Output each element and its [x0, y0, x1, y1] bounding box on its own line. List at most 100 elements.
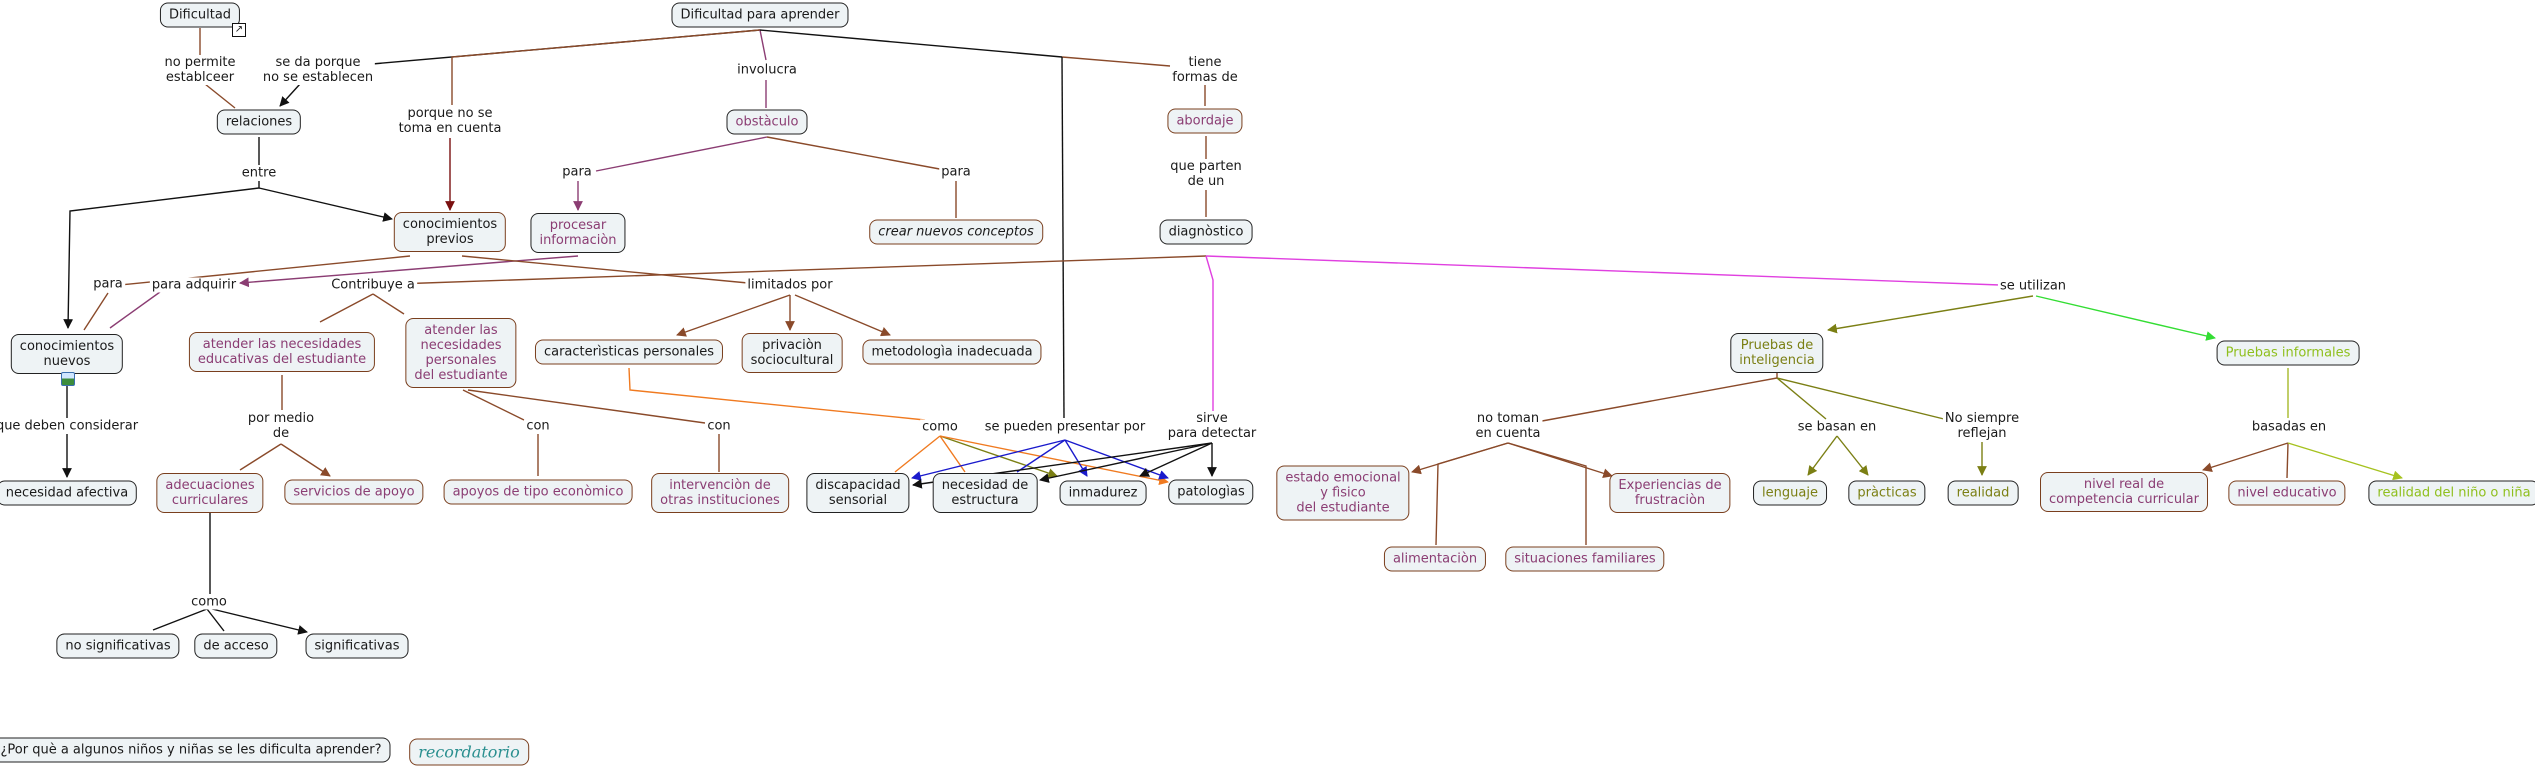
link-line	[109, 291, 161, 329]
link-label-con-instituciones: con	[705, 418, 733, 434]
concept-inmadurez[interactable]: inmadurez	[1059, 480, 1147, 506]
concept-caracteristicas-personales[interactable]: caracterìsticas personales	[534, 339, 724, 365]
link-line	[239, 255, 579, 288]
concept-privacion-sociocultural[interactable]: privaciòn sociocultural	[741, 333, 843, 373]
concept-relaciones[interactable]: relaciones	[216, 109, 302, 135]
link-label-porque-no-se-toma: porque no se toma en cuenta	[396, 106, 504, 136]
link-line	[280, 443, 331, 477]
link-label-para-crear: para	[939, 164, 973, 180]
link-line	[1061, 56, 1065, 419]
link-label-basadas-en: basadas en	[2249, 419, 2329, 435]
concept-lenguaje[interactable]: lenguaje	[1753, 480, 1827, 506]
link-label-involucra: involucra	[735, 62, 799, 78]
link-line	[1016, 439, 1066, 473]
concept-discapacidad-sensorial[interactable]: discapacidad sensorial	[806, 473, 910, 513]
link-line	[461, 255, 749, 284]
link-line	[372, 293, 405, 315]
link-label-no-permite-establecer: no permite establceer	[162, 55, 238, 85]
link-label-para-procesar: para	[560, 164, 594, 180]
concept-metodologia-inadecuada[interactable]: metodologìa inadecuada	[862, 339, 1042, 365]
link-line	[279, 83, 301, 107]
concept-alimentacion[interactable]: alimentaciòn	[1383, 546, 1487, 572]
concept-situaciones-familiares[interactable]: situaciones familiares	[1505, 546, 1665, 572]
concept-pruebas-inteligencia[interactable]: Pruebas de inteligencia	[1730, 333, 1824, 373]
concept-crear-nuevos-conceptos[interactable]: crear nuevos conceptos	[869, 219, 1043, 245]
concept-no-significativas[interactable]: no significativas	[56, 633, 180, 659]
concept-pruebas-informales[interactable]: Pruebas informales	[2216, 340, 2360, 366]
link-line	[2035, 295, 2216, 341]
concept-servicios-apoyo[interactable]: servicios de apoyo	[284, 479, 424, 505]
link-line	[152, 608, 208, 631]
link-line	[939, 435, 1169, 486]
link-label-no-toman-en-cuenta: no toman en cuenta	[1473, 411, 1543, 441]
link-label-para-adquirir: para adquirir	[149, 277, 239, 293]
image-icon[interactable]	[61, 372, 75, 386]
concept-estado-emocional[interactable]: estado emocional y fìsico del estudiante	[1276, 465, 1410, 521]
shortcut-arrow-icon[interactable]: ↗	[232, 23, 246, 37]
concept-abordaje[interactable]: abordaje	[1167, 108, 1243, 134]
link-label-que-deben-considerar: que deben considerar	[0, 418, 141, 434]
link-label-se-basan-en: se basan en	[1795, 419, 1879, 435]
link-label-para: para	[91, 276, 125, 292]
link-line	[63, 181, 260, 329]
concept-atender-necesidades-personales[interactable]: atender las necesidades personales del e…	[405, 318, 517, 388]
concept-patologias[interactable]: patologìas	[1168, 479, 1254, 505]
link-label-se-da-porque: se da porque no se establecen	[260, 55, 376, 85]
link-line	[211, 608, 308, 635]
concept-nivel-real-competencia[interactable]: nivel real de competencia curricular	[2040, 472, 2208, 512]
link-label-no-siempre-reflejan: No siempre reflejan	[1942, 411, 2022, 441]
concept-realidad-nino-nina[interactable]: realidad del niño o niña	[2368, 480, 2535, 506]
concept-nivel-educativo[interactable]: nivel educativo	[2228, 480, 2346, 506]
link-line	[759, 29, 1063, 58]
concept-adecuaciones-curriculares[interactable]: adecuaciones curriculares	[156, 473, 264, 513]
link-line	[1061, 56, 1171, 67]
link-line	[794, 294, 891, 337]
link-line	[239, 443, 282, 471]
link-line	[1541, 370, 1778, 422]
concept-procesar-informacion[interactable]: procesar informaciòn	[530, 213, 626, 253]
concept-dificultad[interactable]: Dificultad	[159, 2, 241, 28]
link-label-limitados-por: limitados por	[745, 277, 835, 293]
link-label-por-medio-de: por medio de	[245, 411, 317, 441]
reminder-note[interactable]: recordatorio	[409, 738, 529, 766]
concept-dificultad-para-aprender[interactable]: Dificultad para aprender	[671, 2, 849, 28]
concept-experiencias-frustracion[interactable]: Experiencias de frustraciòn	[1609, 473, 1731, 513]
link-line	[319, 293, 374, 323]
link-line	[628, 367, 926, 421]
concept-necesidad-afectiva[interactable]: necesidad afectiva	[0, 480, 138, 506]
concept-realidad[interactable]: realidad	[1947, 480, 2019, 506]
link-line	[894, 435, 941, 473]
link-line	[595, 136, 768, 172]
link-label-como: como	[920, 419, 960, 435]
link-line	[766, 136, 946, 171]
link-line	[2286, 442, 2289, 479]
link-line	[1836, 435, 1869, 476]
link-line	[258, 187, 393, 222]
link-line	[1776, 377, 1949, 421]
focus-question[interactable]: ¿Por què a algunos niños y niñas se les …	[0, 737, 391, 763]
link-label-con-economico: con	[524, 418, 552, 434]
link-line	[2287, 442, 2403, 481]
concept-conocimientos-nuevos[interactable]: conocimientos nuevos	[10, 334, 124, 374]
link-line	[1827, 295, 2034, 334]
concept-atender-necesidades-educativas[interactable]: atender las necesidades educativas del e…	[188, 332, 376, 372]
concept-apoyos-tipo-economico[interactable]: apoyos de tipo econòmico	[443, 479, 633, 505]
link-label-como-adecuaciones: como	[189, 594, 229, 610]
link-line	[1507, 442, 1587, 545]
concept-practicas[interactable]: pràcticas	[1848, 480, 1926, 506]
link-line	[1205, 255, 2001, 286]
concept-diagnostico[interactable]: diagnòstico	[1159, 219, 1253, 245]
link-line	[83, 292, 109, 331]
concept-conocimientos-previos[interactable]: conocimientos previos	[393, 212, 507, 252]
concept-necesidad-estructura[interactable]: necesidad de estructura	[932, 473, 1038, 513]
concept-intervencion-otras-instituciones[interactable]: intervenciòn de otras instituciones	[651, 473, 789, 513]
concept-obstaculo[interactable]: obstàculo	[726, 109, 808, 135]
concept-significativas[interactable]: significativas	[305, 633, 409, 659]
link-label-sirve-para-detectar: sirve para detectar	[1165, 411, 1259, 441]
concept-de-acceso[interactable]: de acceso	[194, 633, 278, 659]
link-line	[1807, 435, 1838, 476]
link-line	[451, 29, 761, 105]
link-label-contribuye-a: Contribuye a	[329, 277, 417, 293]
link-line	[759, 29, 767, 61]
